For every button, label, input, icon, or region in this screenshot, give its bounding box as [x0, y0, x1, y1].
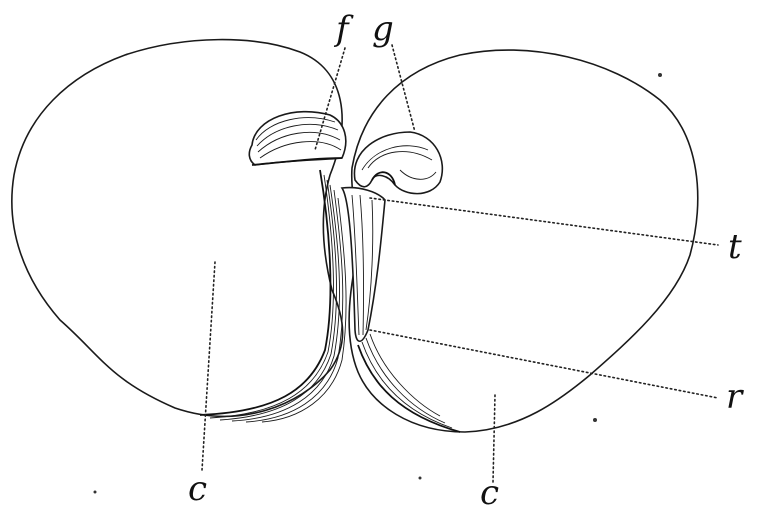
label-g: g [372, 9, 394, 49]
specks [93, 73, 662, 494]
leader-f [314, 47, 346, 151]
plumule-left [248, 110, 347, 166]
left-cotyledon [11, 38, 347, 423]
label-c-left: c [188, 469, 207, 506]
leader-r [369, 329, 719, 399]
label-r: r [726, 377, 744, 417]
leader-g [391, 44, 416, 133]
right-cotyledon [348, 49, 699, 433]
leader-c-right [492, 394, 496, 483]
radicle [340, 186, 386, 343]
label-c-right: c [480, 473, 499, 506]
label-t: t [728, 227, 742, 267]
label-f: f [333, 9, 354, 49]
leader-c-left [201, 261, 216, 471]
plumule-right [353, 131, 444, 195]
leader-t [369, 197, 719, 246]
leader-lines [201, 44, 719, 483]
